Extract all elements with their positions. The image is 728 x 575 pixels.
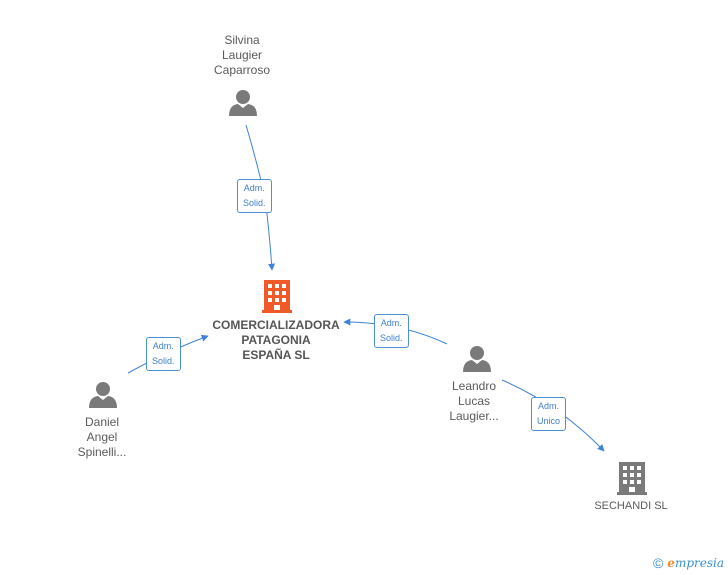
name-line: Caparroso (213, 63, 271, 77)
company-label-main[interactable]: COMERCIALIZADORA PATAGONIA ESPAÑA SL (196, 318, 356, 363)
company-name-line: COMERCIALIZADORA (212, 318, 340, 332)
name-line: Laugier (221, 48, 263, 62)
edge-label-daniel-main: Adm. Solid. (146, 337, 181, 371)
role-line: Adm. (152, 341, 174, 351)
role-line: Solid. (380, 333, 403, 343)
person-icon[interactable] (89, 382, 117, 408)
role-line: Solid. (243, 198, 266, 208)
company-label-sechandi[interactable]: SECHANDI SL (579, 499, 683, 514)
brand-logo: empresia (667, 556, 724, 570)
name-line: Leandro (451, 379, 497, 393)
edge-label-silvina-main: Adm. Solid. (237, 179, 272, 213)
person-icon[interactable] (463, 346, 491, 372)
building-icon[interactable] (617, 462, 647, 495)
edge-label-leandro-sechandi: Adm. Unico (531, 397, 567, 431)
person-label-silvina[interactable]: Silvina Laugier Caparroso (200, 33, 284, 78)
copyright-icon: © (652, 555, 664, 571)
person-label-daniel[interactable]: Daniel Angel Spinelli... (60, 415, 144, 460)
name-line: Lucas (457, 394, 491, 408)
name-line: Daniel (84, 415, 120, 429)
company-name-line: ESPAÑA SL (242, 348, 310, 362)
company-name-line: SECHANDI SL (594, 500, 668, 512)
role-line: Adm. (538, 401, 560, 411)
company-name-line: PATAGONIA (241, 333, 311, 347)
name-line: Spinelli... (77, 445, 127, 459)
edge-label-leandro-main: Adm. Solid. (374, 314, 409, 348)
name-line: Angel (86, 430, 118, 444)
person-icon[interactable] (229, 90, 257, 116)
role-line: Solid. (152, 356, 175, 366)
role-line: Adm. (380, 318, 402, 328)
role-line: Unico (537, 416, 561, 426)
footer-brand[interactable]: © empresia (653, 555, 724, 571)
person-label-leandro[interactable]: Leandro Lucas Laugier... (432, 379, 516, 424)
name-line: Silvina (224, 33, 260, 47)
role-line: Adm. (243, 183, 265, 193)
building-icon[interactable] (262, 280, 292, 313)
name-line: Laugier... (449, 409, 499, 423)
